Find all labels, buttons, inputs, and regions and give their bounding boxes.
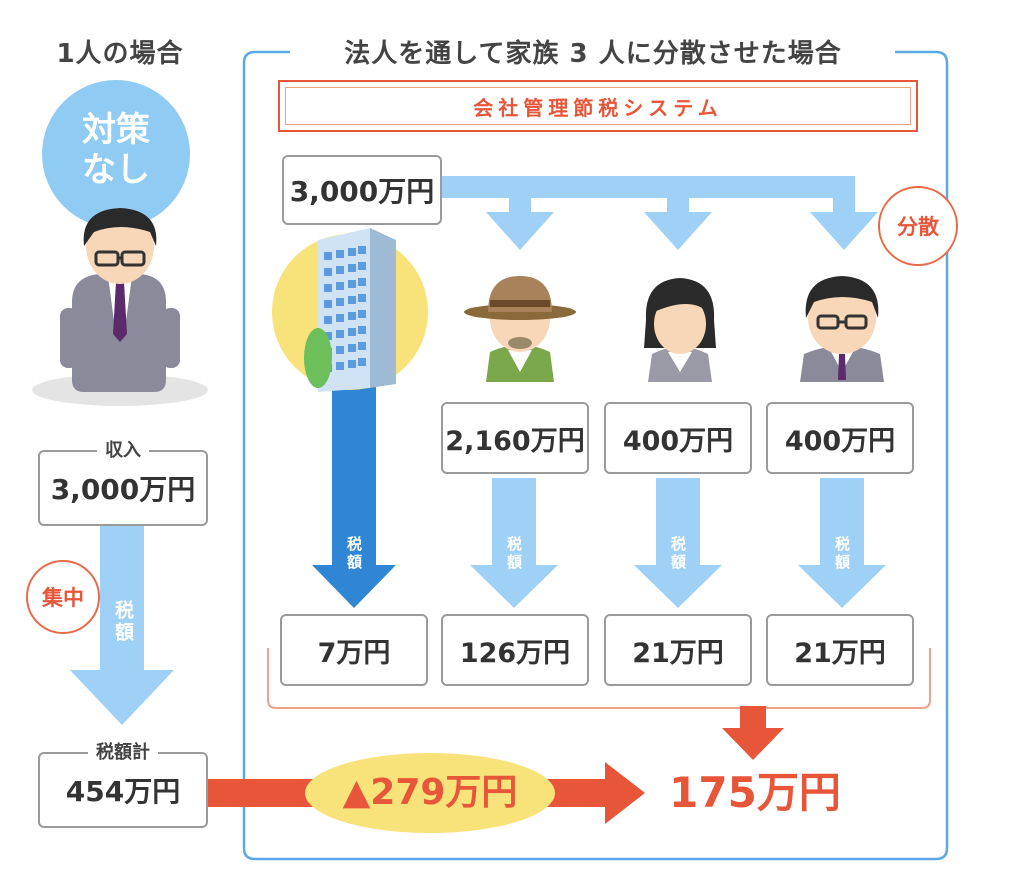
tax-sum-bracket xyxy=(267,648,931,709)
mother-tax-label: 税額 xyxy=(669,536,687,572)
no-measure-label: 対策 なし xyxy=(82,110,150,190)
concentrate-badge: 集中 xyxy=(26,560,100,634)
income-box: 収入 3,000万円 xyxy=(38,440,208,526)
total-value: 454万円 xyxy=(65,775,181,808)
income-value: 3,000万円 xyxy=(50,473,196,506)
right-section-frame xyxy=(242,50,949,861)
savings-value: ▲279万円 xyxy=(342,772,518,813)
left-tax-label: 税額 xyxy=(112,600,134,644)
company-tax-label: 税額 xyxy=(345,536,363,572)
tax-box-father: 126万円 xyxy=(441,614,589,686)
left-person-illustration xyxy=(32,208,208,406)
savings-ellipse xyxy=(305,753,555,833)
person-tax-arrow-1 xyxy=(470,478,558,608)
tax-box-company: 7万円 xyxy=(280,614,428,686)
tax-box-mother: 21万円 xyxy=(604,614,752,686)
mother-illustration xyxy=(644,278,716,382)
disperse-arrow-3 xyxy=(810,190,878,250)
income-box-father: 2,160万円 xyxy=(441,402,589,474)
left-tax-arrow xyxy=(70,525,174,725)
source-value: 3,000万円 xyxy=(289,175,435,208)
disperse-connector xyxy=(440,176,855,198)
son-tax-label: 税額 xyxy=(833,536,851,572)
disperse-arrow-1 xyxy=(486,190,554,250)
result-value: 175万円 xyxy=(669,768,841,817)
person-tax-arrow-3 xyxy=(798,478,886,608)
total-box: 税額計 454万円 xyxy=(38,742,208,828)
person-tax-arrow-2 xyxy=(634,478,722,608)
income-box-son: 400万円 xyxy=(766,402,914,474)
sum-down-arrow xyxy=(722,706,784,760)
father-tax-label: 税額 xyxy=(505,536,523,572)
income-box-mother: 400万円 xyxy=(604,402,752,474)
right-heading: 法人を通して家族 3 人に分散させた場合 xyxy=(344,39,842,69)
income-caption: 収入 xyxy=(97,440,149,462)
total-caption: 税額計 xyxy=(88,742,158,764)
system-banner: 会社管理節税システム xyxy=(278,80,918,132)
father-illustration xyxy=(464,276,576,382)
disperse-arrow-2 xyxy=(644,190,712,250)
disperse-badge: 分散 xyxy=(878,186,958,266)
company-tax-arrow xyxy=(312,385,396,608)
no-measure-circle xyxy=(42,80,190,228)
company-building-illustration xyxy=(272,228,428,392)
tax-box-son: 21万円 xyxy=(766,614,914,686)
source-box: 3,000万円 xyxy=(282,155,442,225)
son-illustration xyxy=(800,276,884,382)
system-banner-text: 会社管理節税システム xyxy=(473,95,723,120)
left-heading: 1人の場合 xyxy=(56,39,184,69)
